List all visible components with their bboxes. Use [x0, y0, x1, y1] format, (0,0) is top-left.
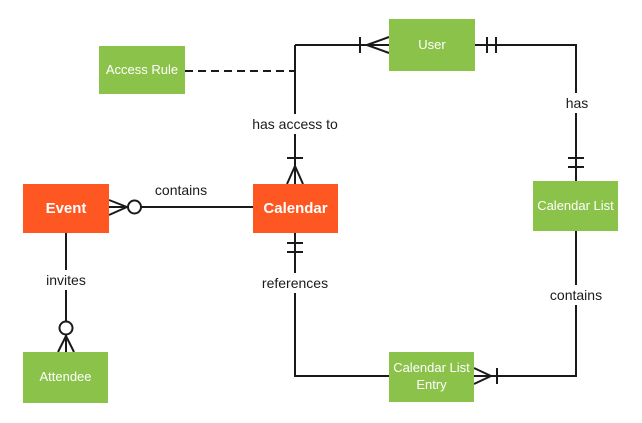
entity-user: User: [389, 19, 475, 71]
crowfoot-many-marker: [108, 199, 128, 216]
relationship-label-contains-event-calendar: contains: [149, 180, 213, 200]
relationship-line-has: [475, 37, 584, 181]
relationship-label-has: has: [560, 93, 594, 113]
exactly-one-ticks-marker: [486, 37, 497, 53]
entity-attendee-label: Attendee: [39, 369, 92, 385]
relationship-label-has-access-to: has access to: [247, 114, 343, 134]
entity-calendar-list-label: Calendar List: [537, 197, 614, 213]
entity-event-label: Event: [45, 199, 87, 217]
entity-user-label: User: [418, 36, 446, 52]
relationship-label-references: references: [256, 273, 334, 293]
relationship-line-invites: [57, 233, 75, 353]
entity-event: Event: [23, 184, 109, 233]
relationship-line-contains-event-calendar: [108, 199, 253, 216]
entity-calendar-list-entry-label: Calendar List Entry: [393, 360, 470, 392]
entity-attendee: Attendee: [23, 352, 108, 403]
entity-calendar: Calendar: [253, 184, 338, 233]
exactly-one-ticks-marker: [568, 157, 584, 168]
relationship-line-has-access-to: [286, 36, 390, 185]
relationship-line-references: [287, 233, 389, 377]
zero-circle-marker: [58, 320, 74, 336]
relationship-line: [294, 233, 389, 377]
entity-access-rule: Access Rule: [99, 46, 185, 94]
crowfoot-many-marker: [286, 165, 304, 185]
relationship-label-invites: invites: [41, 270, 91, 290]
crowfoot-many-marker: [57, 335, 75, 353]
relationship-label-contains-calendar-list: contains: [544, 285, 608, 305]
entity-calendar-label: Calendar: [263, 199, 328, 217]
exactly-one-ticks-marker: [287, 242, 303, 253]
crowfoot-many-marker: [473, 367, 492, 385]
entity-calendar-list: Calendar List: [533, 181, 618, 231]
crowfoot-many-marker: [366, 36, 390, 54]
entity-calendar-list-entry: Calendar List Entry: [389, 352, 474, 402]
relationship-line: [474, 231, 577, 377]
relationship-line-contains-calendar-list: [473, 231, 577, 385]
relationship-line: [475, 44, 577, 181]
zero-circle-marker: [127, 199, 142, 215]
entity-access-rule-label: Access Rule: [105, 61, 179, 77]
